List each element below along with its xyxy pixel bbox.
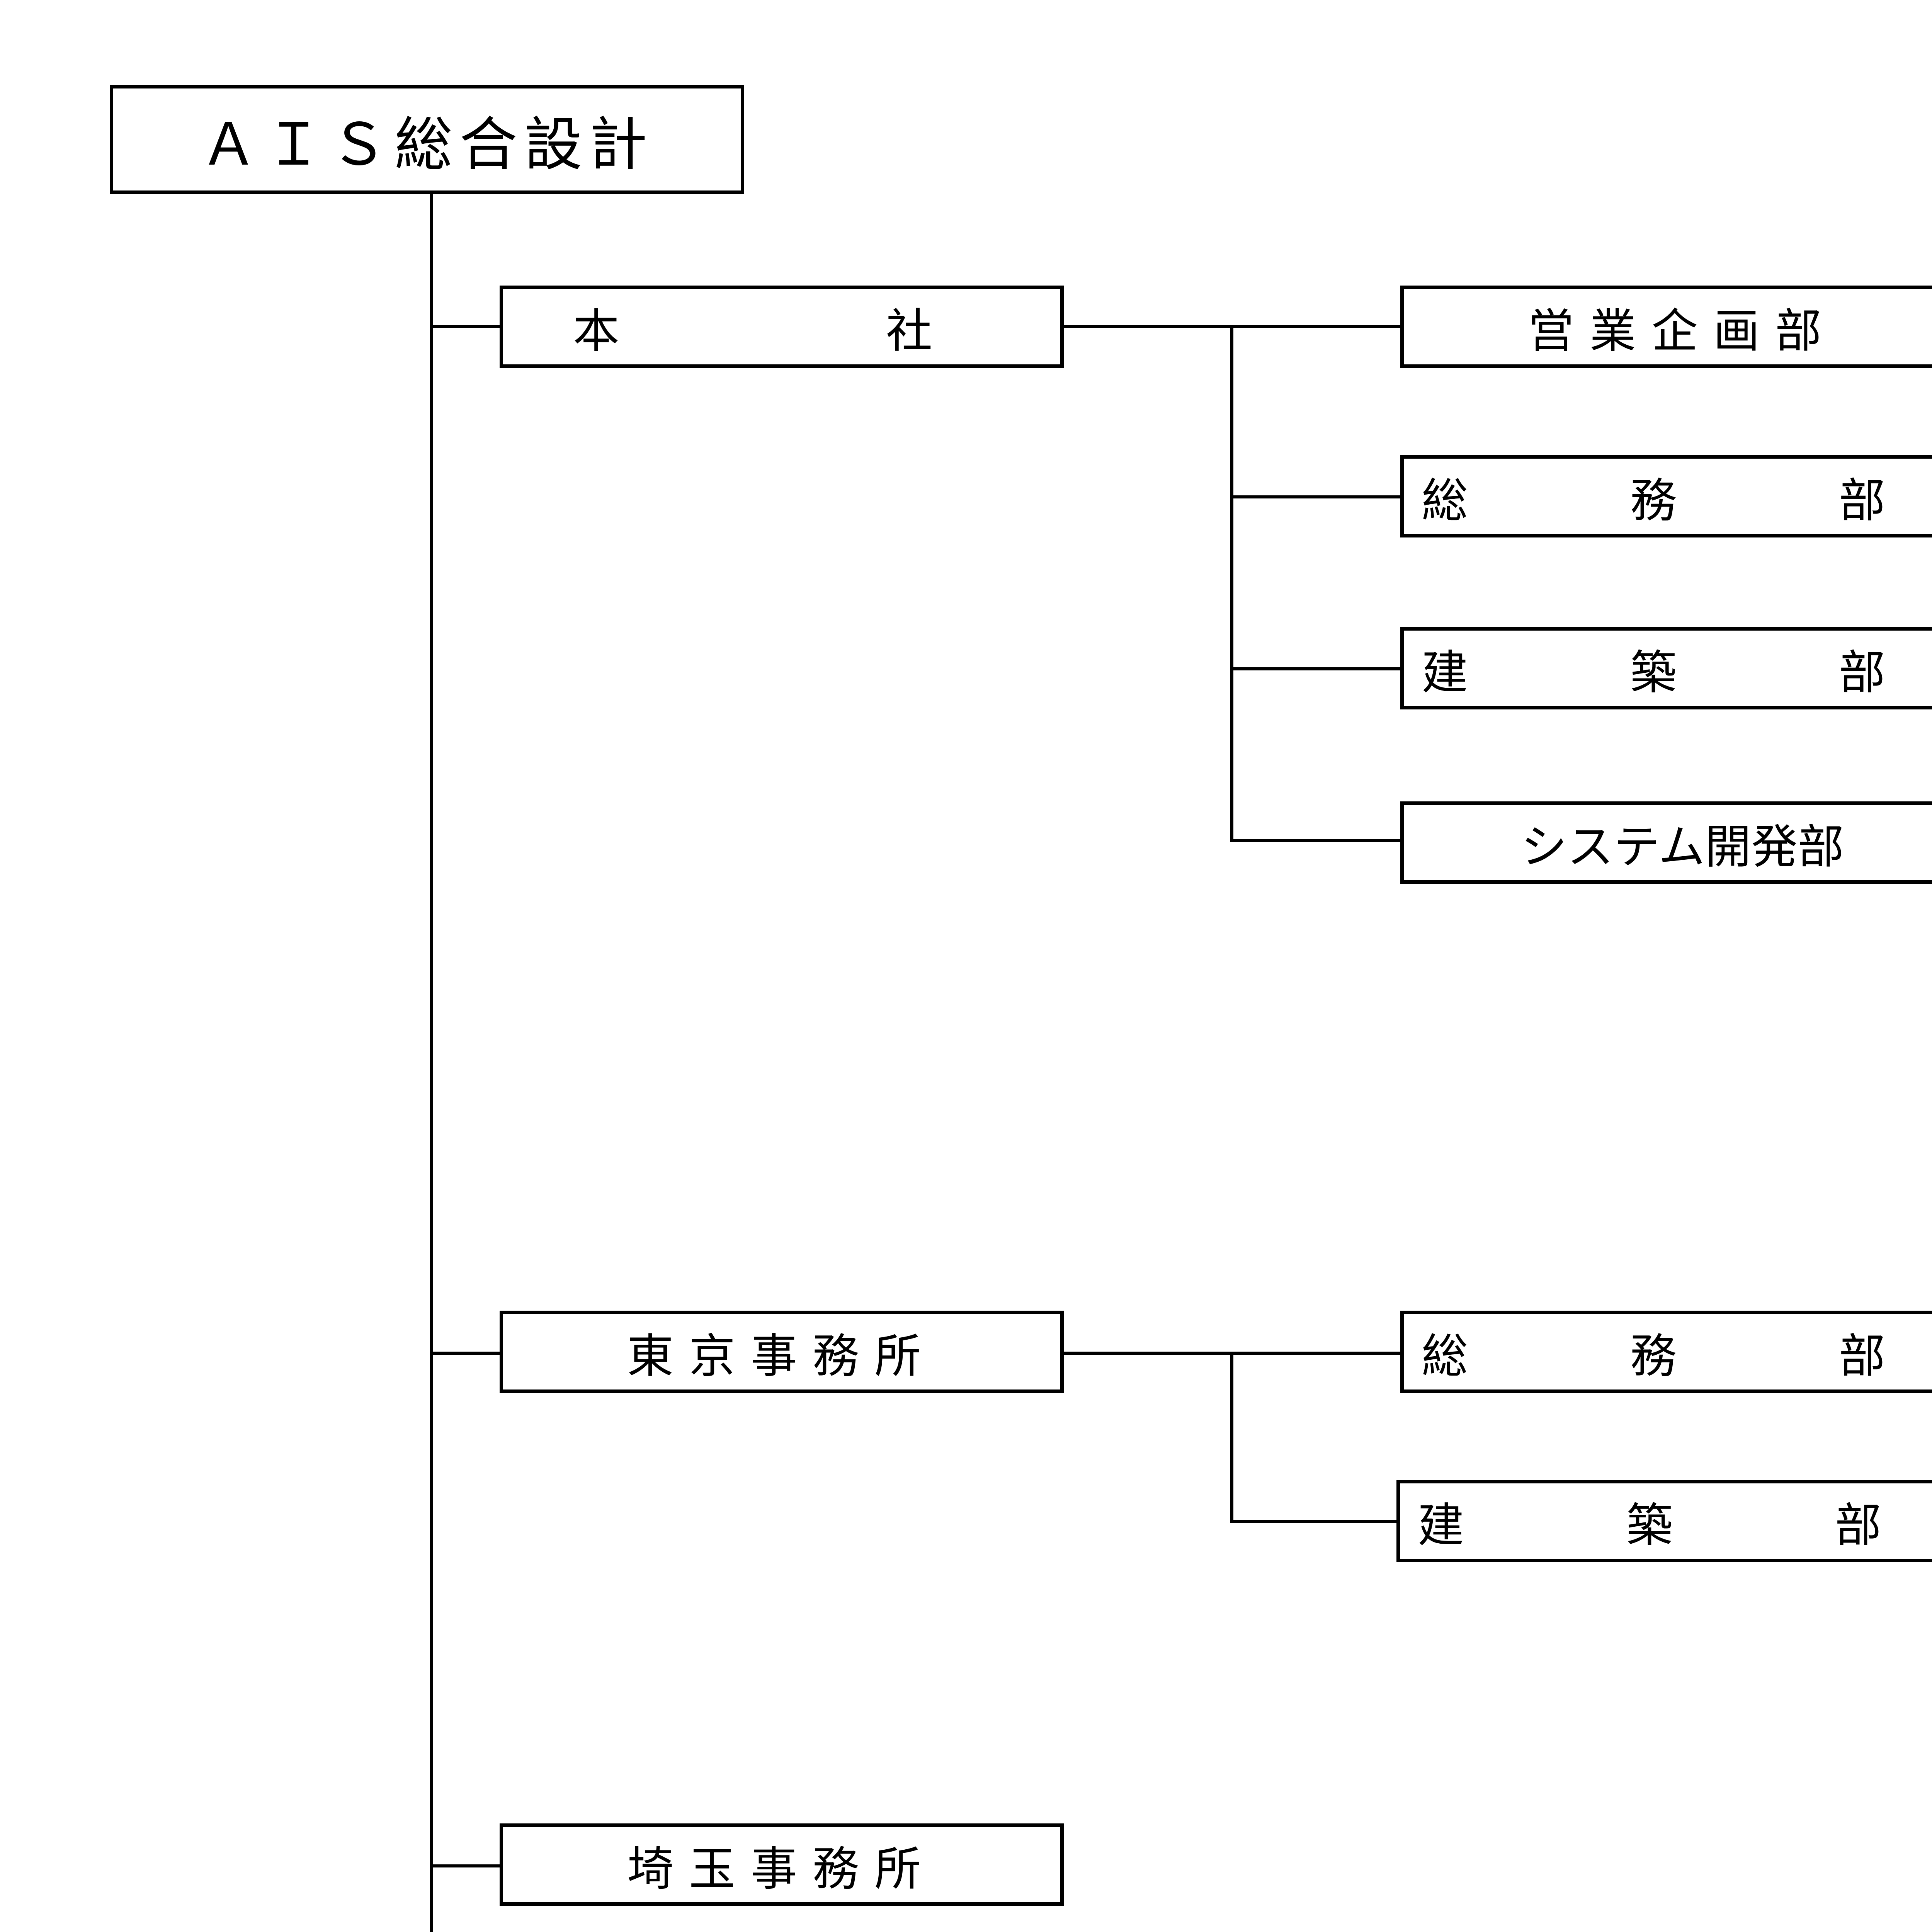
node-label: 埼玉事務所 (627, 1842, 936, 1896)
connector-system (1230, 839, 1400, 842)
node-label: システム開発部 (1520, 820, 1844, 874)
connector-saitama (430, 1864, 500, 1867)
node-label: 東京事務所 (627, 1329, 936, 1383)
honsha-branch-line (1230, 325, 1233, 840)
node-label: 本 社 (573, 304, 990, 358)
connector-tokyo-kenchiku (1230, 1520, 1396, 1523)
org-root-node: ＡＩＳ総合設計 (110, 85, 744, 194)
node-tokyo-kenchiku: 建 築 部 (1396, 1480, 1932, 1562)
node-label: 総 務 部 (1422, 1329, 1932, 1383)
node-tokyo-office: 東京事務所 (500, 1311, 1064, 1393)
node-label: 建 築 部 (1418, 1498, 1932, 1553)
tokyo-branch-line (1230, 1352, 1233, 1523)
node-tokyo-soumu: 総 務 部 (1400, 1311, 1932, 1393)
connector-honsha (430, 325, 500, 328)
node-honsha: 本 社 (500, 286, 1064, 368)
node-eigyo-kikaku: 営業企画部 (1400, 286, 1932, 368)
node-label: 総 務 部 (1422, 474, 1932, 528)
trunk-line (430, 193, 433, 1932)
node-system-kaihatsu: システム開発部 (1400, 801, 1932, 884)
org-root-label: ＡＩＳ総合設計 (199, 111, 654, 179)
node-saitama-office: 埼玉事務所 (500, 1823, 1064, 1906)
connector-kenchiku (1230, 667, 1400, 670)
connector-soumu (1230, 495, 1400, 498)
node-honsha-soumu: 総 務 部 (1400, 455, 1932, 537)
node-label: 建 築 部 (1422, 646, 1932, 700)
node-honsha-kenchiku: 建 築 部 (1400, 627, 1932, 709)
node-label: 営業企画部 (1528, 304, 1837, 358)
connector-tokyo (430, 1352, 500, 1355)
